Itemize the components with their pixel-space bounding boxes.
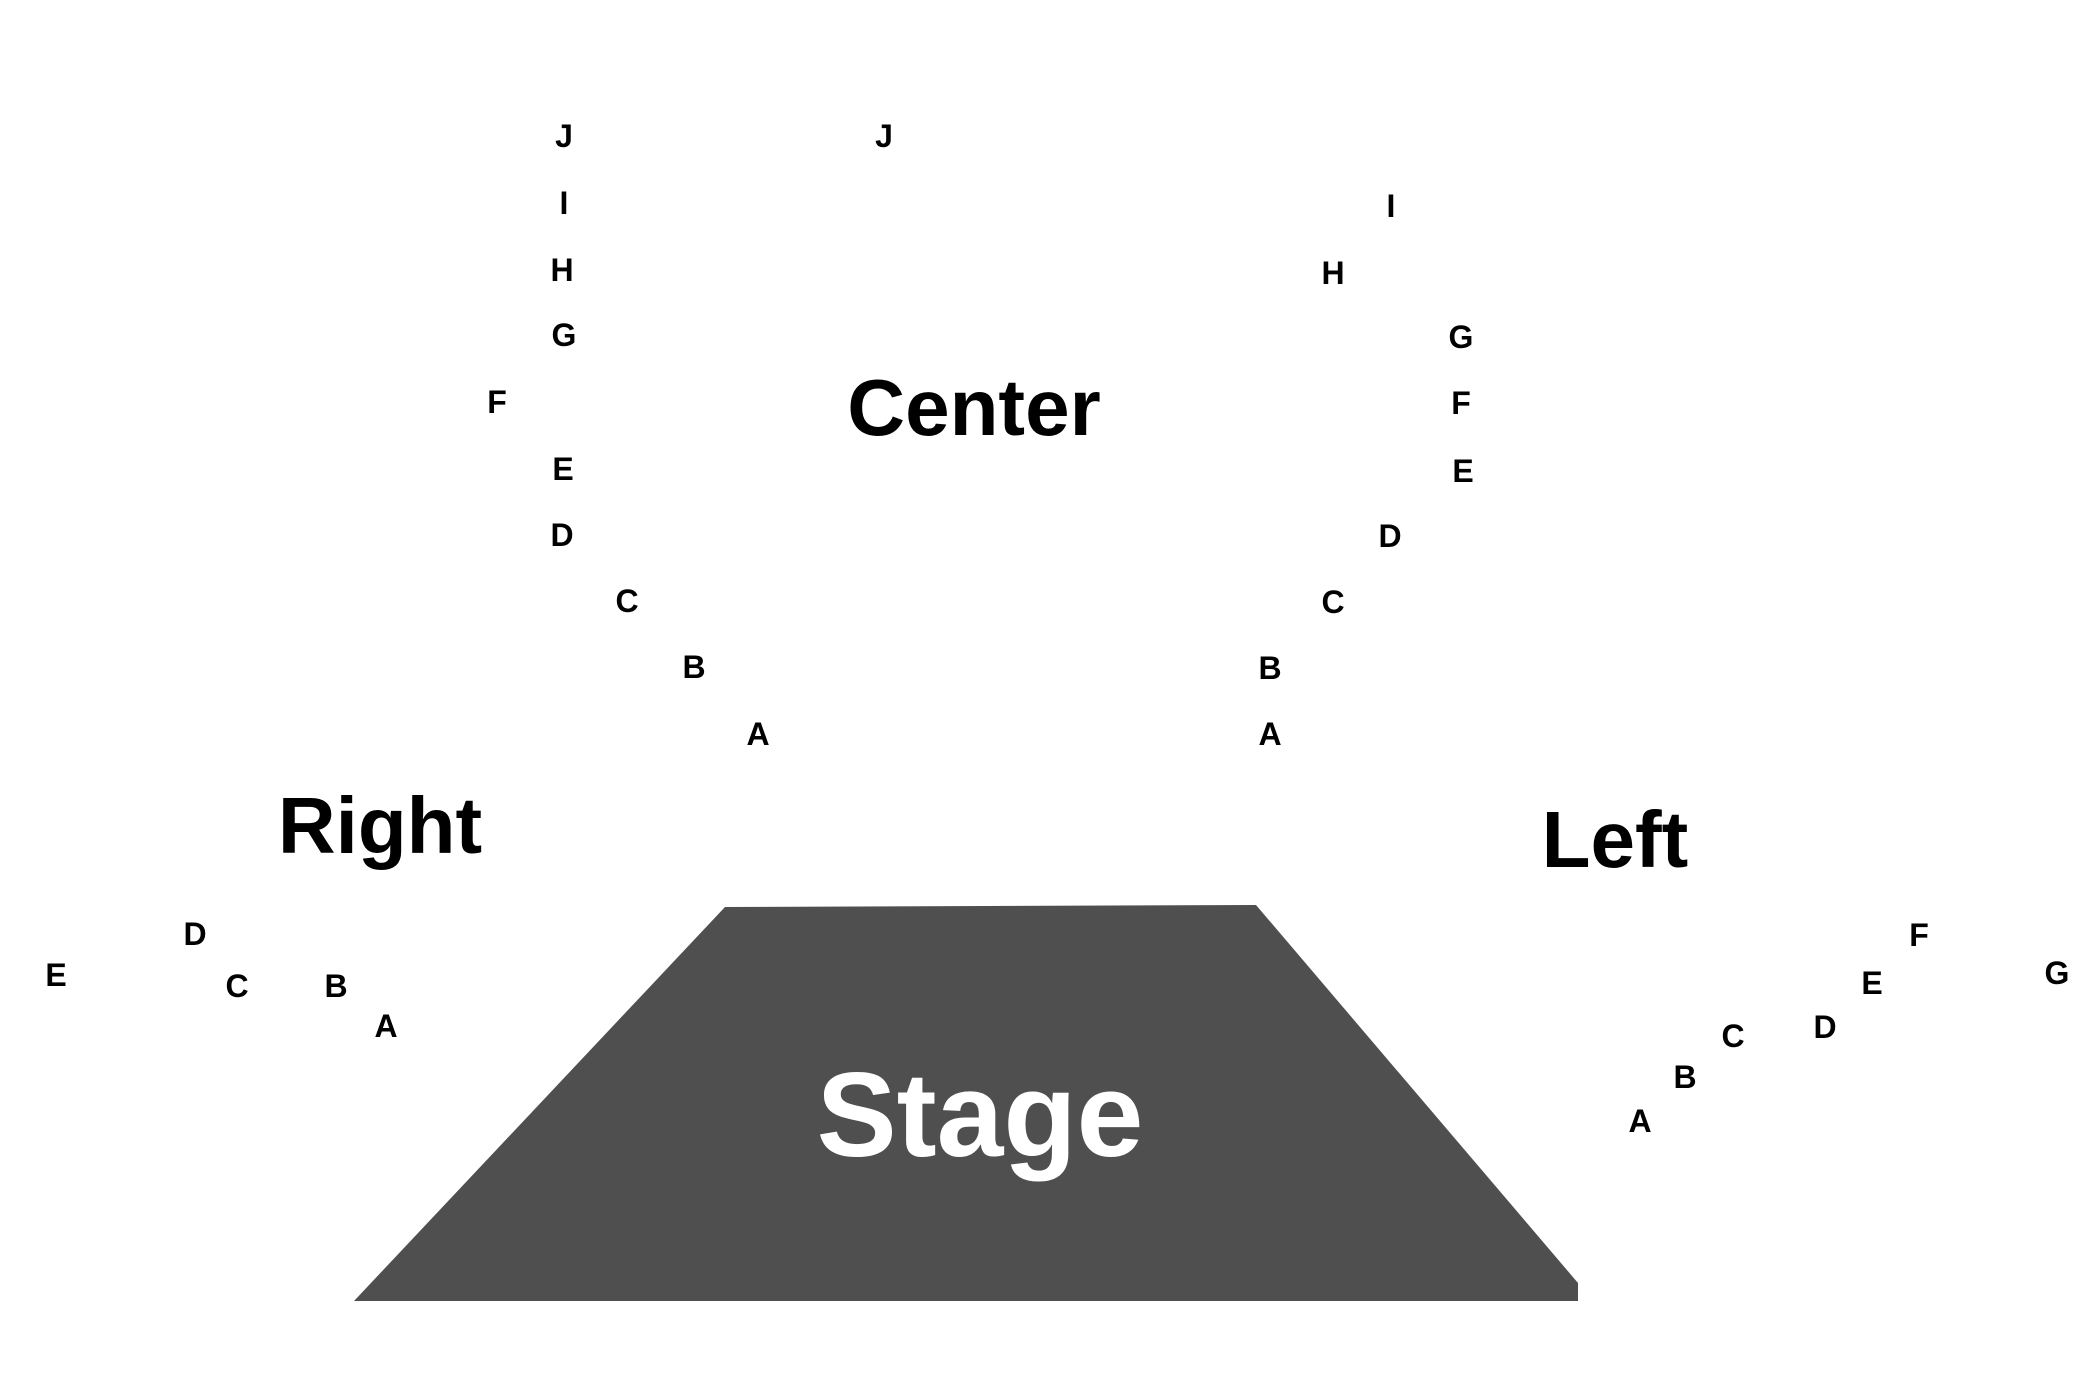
row-label-center-left-e[interactable]: E: [552, 451, 574, 487]
section-title-left: Left: [1541, 795, 1689, 884]
row-label-left-e[interactable]: E: [1861, 965, 1883, 1001]
row-label-center-left-h[interactable]: H: [550, 252, 574, 288]
stage-platform[interactable]: [354, 905, 1578, 1301]
row-label-center-right-c[interactable]: C: [1321, 584, 1345, 620]
row-label-center-right-b[interactable]: B: [1258, 650, 1282, 686]
row-label-center-left-j[interactable]: J: [555, 118, 573, 154]
row-label-center-left-i[interactable]: I: [559, 185, 569, 221]
row-label-right-e[interactable]: E: [45, 957, 67, 993]
row-label-right-a[interactable]: A: [374, 1008, 398, 1044]
row-label-center-left-a[interactable]: A: [746, 716, 770, 752]
row-label-left-f[interactable]: F: [1909, 917, 1929, 953]
row-label-left-c[interactable]: C: [1721, 1018, 1745, 1054]
section-title-right: Right: [277, 781, 483, 870]
row-label-right-d[interactable]: D: [183, 916, 207, 952]
row-label-center-left-b[interactable]: B: [682, 649, 706, 685]
row-label-center-left-f[interactable]: F: [487, 384, 507, 420]
row-label-center-right-j[interactable]: J: [875, 118, 893, 154]
row-label-center-right-g[interactable]: G: [1448, 319, 1474, 355]
row-label-left-b[interactable]: B: [1673, 1059, 1697, 1095]
row-label-center-left-c[interactable]: C: [615, 583, 639, 619]
row-label-left-a[interactable]: A: [1628, 1103, 1652, 1139]
row-label-center-right-d[interactable]: D: [1378, 518, 1402, 554]
row-label-left-g[interactable]: G: [2044, 955, 2070, 991]
row-label-center-left-g[interactable]: G: [551, 317, 577, 353]
row-label-right-c[interactable]: C: [225, 968, 249, 1004]
row-label-center-right-i[interactable]: I: [1386, 188, 1396, 224]
row-label-center-right-a[interactable]: A: [1258, 716, 1282, 752]
row-label-center-right-f[interactable]: F: [1451, 385, 1471, 421]
row-label-center-left-d[interactable]: D: [550, 517, 574, 553]
section-title-center: Center: [847, 363, 1101, 452]
row-label-center-right-e[interactable]: E: [1452, 453, 1474, 489]
row-label-right-b[interactable]: B: [324, 968, 348, 1004]
row-label-center-right-h[interactable]: H: [1321, 255, 1345, 291]
stage-label: Stage: [816, 1048, 1144, 1182]
row-label-left-d[interactable]: D: [1813, 1009, 1837, 1045]
